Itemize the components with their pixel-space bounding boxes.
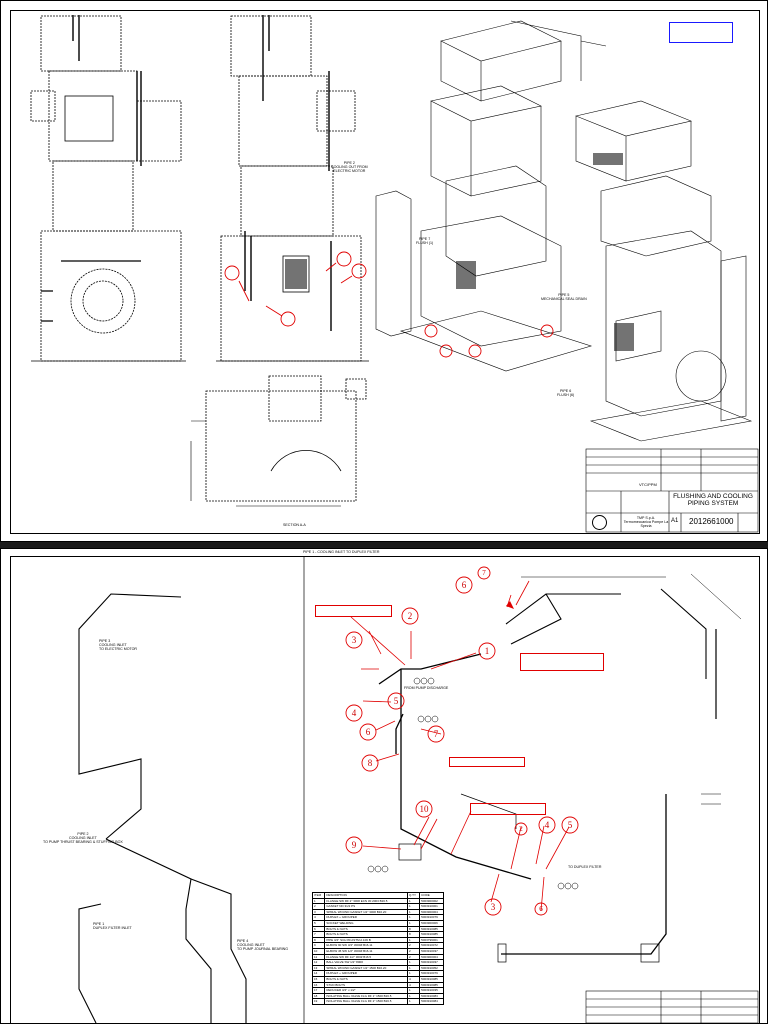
- pipe-1-main: [400, 669, 532, 880]
- pipe-1-route: [78, 903, 102, 1023]
- note-pipe7-flush: PIPE 7 FLUSH (1): [416, 237, 434, 246]
- bom-cell: 5003910084: [419, 998, 444, 1005]
- revision-markup-box: [669, 22, 733, 43]
- drawing-number: 2012661000: [689, 517, 734, 526]
- bom-cell: ISOLATING BALL VALVE FLG RF 2" 150# B16.…: [324, 998, 408, 1005]
- note-pipe2-cooling-out: PIPE 2 COOLING OUT FROM ELECTRIC MOTOR: [331, 161, 368, 174]
- markup-box-4: [470, 803, 546, 815]
- section-a-a: [205, 375, 367, 502]
- pump-isometric-right: [574, 100, 753, 442]
- drawing-title: FLUSHING AND COOLING PIPING SYSTEM: [673, 493, 753, 508]
- drawing-sheet-2: PIPE 1 - COOLING INLET TO DUPLEX FILTER: [0, 548, 768, 1024]
- pipe-2-route: [105, 838, 212, 1023]
- company-logo: [592, 515, 607, 530]
- marker-4b: 4: [544, 820, 550, 830]
- note-pipe3-motor: PIPE 3 COOLING INLET TO ELECTRIC MOTOR: [99, 639, 138, 652]
- marker-6b: 6: [539, 905, 543, 913]
- marker-8: 8: [367, 758, 373, 768]
- pump-isometric-left: [375, 20, 607, 372]
- marker-7b: 7: [482, 569, 486, 577]
- marker-3b: 3: [490, 902, 496, 912]
- note-pipe2-thrust: PIPE 2 COOLING INLET TO PUMP THRUST BEAR…: [43, 832, 123, 845]
- markup-box-3: [449, 757, 525, 767]
- markup-circles-sheet1: [224, 251, 554, 358]
- marker-9: 9: [351, 840, 357, 850]
- sheet-2-drawing: [78, 556, 759, 1023]
- note-to-duplex-filter: TO DUPLEX FILTER: [568, 865, 602, 869]
- title-block-lines: [585, 448, 759, 533]
- marker-7: 7: [433, 729, 439, 739]
- pump-elevation-left: [30, 15, 186, 362]
- sheet-1-border: [10, 10, 760, 534]
- note-pipe5-mech-seal: PIPE 5 MECHANICAL SEAL DRAIN: [541, 293, 587, 302]
- marker-6c: 6: [461, 580, 467, 590]
- markup-box-1: [315, 605, 392, 617]
- pipe-3-route: [78, 593, 182, 840]
- pump-elevation-middle: [216, 15, 369, 362]
- project-code: VTC/PPM: [639, 482, 657, 487]
- sheet-1-drawing: [30, 15, 759, 533]
- bom-cell: 1: [406, 998, 421, 1005]
- note-from-pump-discharge: FROM PUMP DISCHARGE: [404, 686, 449, 690]
- bom-cell: 19: [311, 998, 326, 1005]
- sheet-size: A1: [671, 518, 679, 524]
- marker-3: 3: [351, 635, 357, 645]
- markup-leaders-sheet2: [350, 580, 570, 912]
- marker-10: 10: [419, 804, 429, 814]
- marker-4: 4: [351, 708, 357, 718]
- company-name: TMP S.p.A. Termomeccanica Pompe La Spezi…: [623, 516, 669, 529]
- markup-box-2: [520, 653, 604, 671]
- marker-5: 5: [393, 696, 399, 706]
- marker-6: 6: [365, 727, 371, 737]
- section-a-a-label: SECTION A-A: [283, 523, 306, 527]
- note-pipe6-flush: PIPE 6 FLUSH (6): [557, 389, 575, 398]
- sheet-2-header: PIPE 1 - COOLING INLET TO DUPLEX FILTER: [303, 550, 380, 554]
- drawing-sheet-1: PIPE 2 COOLING OUT FROM ELECTRIC MOTOR P…: [0, 0, 768, 542]
- note-pipe4-journal: PIPE 4 COOLING INLET TO PUMP JOURNAL BEA…: [237, 939, 289, 952]
- note-pipe1-filter: PIPE 1 DUPLEX FILTER INLET: [93, 922, 132, 931]
- marker-5b: 5: [567, 820, 573, 830]
- marker-2b: 2: [519, 825, 523, 833]
- marker-1: 1: [484, 646, 490, 656]
- marker-2: 2: [407, 611, 413, 621]
